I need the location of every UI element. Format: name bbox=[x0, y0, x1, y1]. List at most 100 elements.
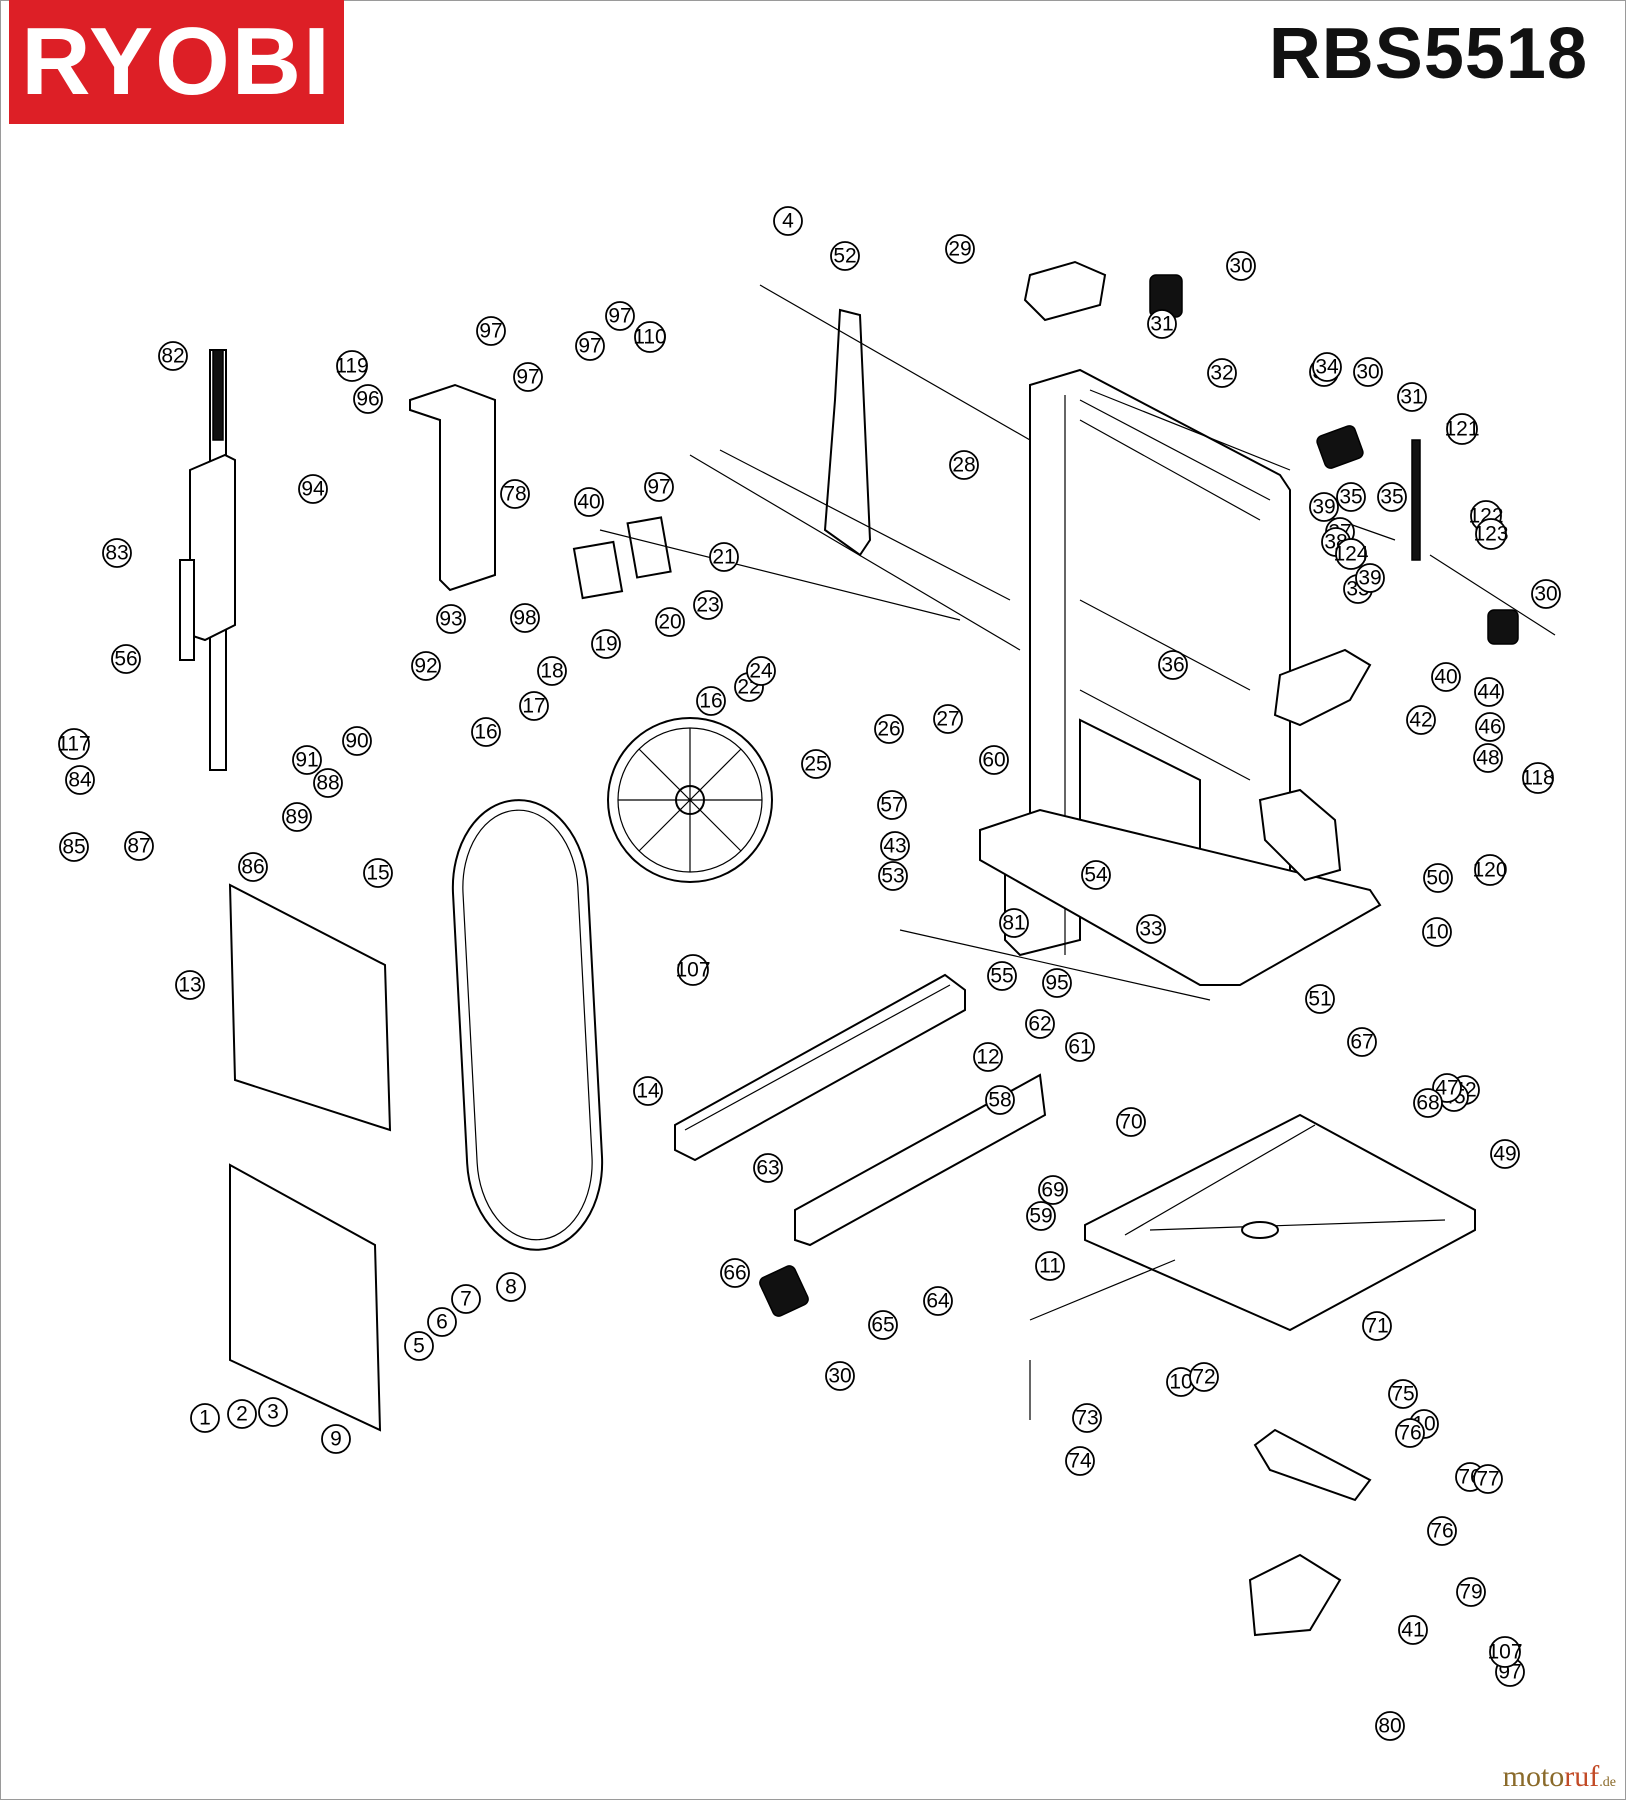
callout-32: 32 bbox=[1207, 358, 1237, 388]
callout-52: 52 bbox=[830, 241, 860, 271]
callout-number: 18 bbox=[540, 660, 563, 683]
callout-number: 110 bbox=[633, 326, 666, 349]
callout-72: 72 bbox=[1189, 1362, 1219, 1392]
callout-number: 27 bbox=[936, 708, 959, 731]
upper-guard bbox=[409, 383, 496, 592]
callout-26: 26 bbox=[874, 714, 904, 744]
callout-76: 76 bbox=[1427, 1516, 1457, 1546]
callout-35: 35 bbox=[1336, 482, 1366, 512]
callout-46: 46 bbox=[1475, 712, 1505, 742]
callout-number: 95 bbox=[1045, 972, 1068, 995]
callout-59: 59 bbox=[1026, 1201, 1056, 1231]
callout-123: 123 bbox=[1473, 518, 1509, 550]
callout-number: 68 bbox=[1416, 1092, 1439, 1115]
callout-number: 52 bbox=[833, 245, 856, 268]
callout-94: 94 bbox=[298, 474, 328, 504]
callout-3: 3 bbox=[258, 1397, 288, 1427]
callout-number: 55 bbox=[990, 965, 1013, 988]
callout-number: 3 bbox=[267, 1401, 279, 1424]
callout-107: 107 bbox=[1487, 1636, 1523, 1668]
callout-118: 118 bbox=[1521, 762, 1555, 794]
callout-number: 94 bbox=[301, 478, 325, 501]
callout-number: 123 bbox=[1473, 523, 1508, 546]
callout-number: 35 bbox=[1380, 486, 1403, 509]
callout-68: 68 bbox=[1413, 1088, 1443, 1118]
callout-number: 88 bbox=[316, 772, 339, 795]
callout-70: 70 bbox=[1116, 1107, 1146, 1137]
watermark: motoruf.de bbox=[1503, 1762, 1616, 1792]
callout-number: 17 bbox=[522, 695, 545, 718]
callout-number: 28 bbox=[952, 454, 975, 477]
callout-97: 97 bbox=[513, 362, 543, 392]
callout-40: 40 bbox=[1431, 662, 1461, 692]
callout-number: 67 bbox=[1350, 1031, 1373, 1054]
callout-83: 83 bbox=[102, 538, 132, 568]
callout-36: 36 bbox=[1158, 650, 1188, 680]
callout-85: 85 bbox=[59, 832, 89, 862]
callout-23: 23 bbox=[693, 590, 723, 620]
callout-number: 124 bbox=[1333, 543, 1368, 566]
callout-62: 62 bbox=[1025, 1009, 1055, 1039]
callout-67: 67 bbox=[1347, 1027, 1377, 1057]
callout-number: 119 bbox=[335, 355, 368, 378]
callout-91: 91 bbox=[292, 745, 322, 775]
callout-1: 1 bbox=[190, 1403, 220, 1433]
callout-number: 87 bbox=[127, 835, 150, 858]
callout-number: 31 bbox=[1400, 386, 1423, 409]
callout-30: 30 bbox=[1353, 357, 1383, 387]
callout-49: 49 bbox=[1490, 1139, 1520, 1169]
watermark-part2: ruf bbox=[1564, 1760, 1600, 1793]
fence-rail bbox=[674, 973, 966, 1162]
knob-far-right bbox=[1487, 609, 1519, 645]
trunnion-lower bbox=[1248, 1553, 1342, 1637]
callout-87: 87 bbox=[124, 831, 154, 861]
callout-number: 79 bbox=[1459, 1581, 1482, 1604]
callout-number: 66 bbox=[723, 1262, 746, 1285]
callout-number: 53 bbox=[881, 865, 904, 888]
callout-93: 93 bbox=[436, 604, 466, 634]
callout-110: 110 bbox=[633, 321, 667, 353]
callout-66: 66 bbox=[720, 1258, 750, 1288]
upper-door bbox=[228, 883, 392, 1132]
callout-number: 83 bbox=[105, 542, 128, 565]
callout-number: 75 bbox=[1391, 1383, 1414, 1406]
callout-61: 61 bbox=[1065, 1032, 1095, 1062]
callout-14: 14 bbox=[633, 1076, 663, 1106]
callout-number: 63 bbox=[756, 1157, 779, 1180]
callout-95: 95 bbox=[1042, 968, 1072, 998]
callout-number: 36 bbox=[1161, 654, 1184, 677]
watermark-suffix: .de bbox=[1599, 1775, 1616, 1790]
callout-25: 25 bbox=[801, 749, 831, 779]
callout-30: 30 bbox=[1226, 251, 1256, 281]
callout-number: 48 bbox=[1476, 747, 1499, 770]
callout-number: 42 bbox=[1409, 709, 1432, 732]
callout-number: 59 bbox=[1029, 1205, 1052, 1228]
callout-42: 42 bbox=[1406, 705, 1436, 735]
callout-number: 34 bbox=[1315, 356, 1339, 379]
callout-number: 117 bbox=[57, 733, 90, 756]
callout-5: 5 bbox=[404, 1331, 434, 1361]
callout-number: 11 bbox=[1039, 1255, 1061, 1278]
callout-number: 5 bbox=[413, 1335, 425, 1358]
callout-97: 97 bbox=[575, 331, 605, 361]
strap-50 bbox=[823, 308, 872, 557]
callout-number: 23 bbox=[696, 594, 719, 617]
callout-40: 40 bbox=[574, 487, 604, 517]
callout-51: 51 bbox=[1305, 984, 1335, 1014]
callout-number: 40 bbox=[1434, 666, 1457, 689]
callout-number: 26 bbox=[877, 718, 900, 741]
callout-17: 17 bbox=[519, 691, 549, 721]
callout-number: 15 bbox=[366, 862, 389, 885]
callout-number: 118 bbox=[1521, 767, 1554, 790]
callout-number: 97 bbox=[647, 476, 670, 499]
callout-number: 89 bbox=[285, 806, 308, 829]
callout-78: 78 bbox=[500, 479, 530, 509]
guide-bracket bbox=[189, 453, 236, 642]
callout-number: 4 bbox=[782, 210, 794, 233]
callout-number: 40 bbox=[577, 491, 600, 514]
callout-98: 98 bbox=[510, 603, 540, 633]
callout-number: 16 bbox=[699, 690, 722, 713]
callout-81: 81 bbox=[999, 908, 1029, 938]
callout-74: 74 bbox=[1065, 1446, 1095, 1476]
